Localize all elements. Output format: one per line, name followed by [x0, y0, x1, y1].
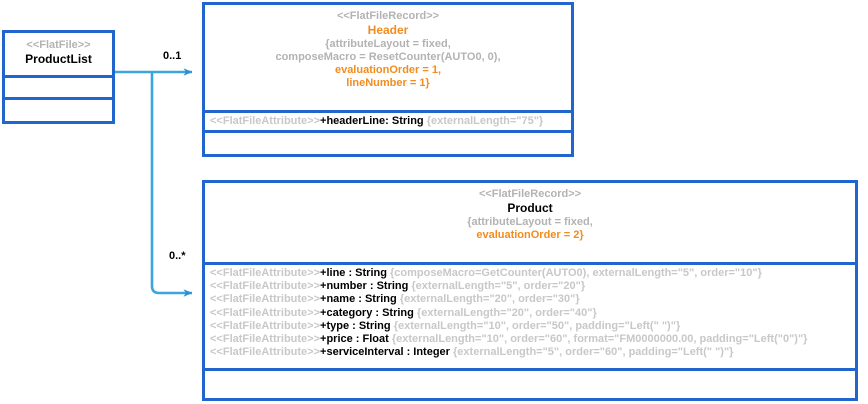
attribute-stereotype: <<FlatFileAttribute>> [210, 319, 321, 332]
attribute-properties: {externalLength="10", order="50", paddin… [393, 319, 681, 332]
productlist-operations-compartment [5, 97, 112, 121]
header-header-compartment: <<FlatFileRecord>> Header {attributeLayo… [205, 5, 571, 110]
attribute-row[interactable]: <<FlatFileAttribute>>+line : String {com… [210, 267, 851, 280]
attribute-stereotype: <<FlatFileAttribute>> [210, 306, 321, 319]
attribute-row[interactable]: <<FlatFileAttribute>>+number : String {e… [210, 280, 851, 293]
productlist-attributes-compartment [5, 75, 112, 97]
product-tag-line-0: {attributeLayout = fixed, [467, 216, 593, 228]
attribute-signature: +name : String [320, 293, 397, 306]
attribute-properties: {externalLength="5", order="20"} [411, 280, 586, 293]
attribute-signature: +headerLine: String [320, 115, 424, 127]
product-name: Product [507, 201, 553, 215]
attribute-row[interactable]: <<FlatFileAttribute>>+headerLine: String… [210, 115, 567, 128]
attribute-row[interactable]: <<FlatFileAttribute>>+price : Float {ext… [210, 333, 851, 346]
attribute-stereotype: <<FlatFileAttribute>> [210, 280, 321, 293]
attribute-row[interactable]: <<FlatFileAttribute>>+serviceInterval : … [210, 346, 851, 359]
header-tag-line-3: lineNumber = 1} [346, 77, 430, 89]
class-box-productlist[interactable]: <<FlatFile>> ProductList [2, 30, 115, 124]
productlist-name: ProductList [25, 52, 92, 66]
attribute-properties: {composeMacro=GetCounter(AUTO0), externa… [390, 267, 762, 279]
attribute-row[interactable]: <<FlatFileAttribute>>+name : String {ext… [210, 293, 851, 306]
attribute-signature: +number : String [320, 280, 409, 293]
attribute-stereotype: <<FlatFileAttribute>> [210, 293, 321, 306]
attribute-stereotype: <<FlatFileAttribute>> [210, 346, 321, 359]
attribute-signature: +line : String [320, 267, 387, 279]
attribute-stereotype: <<FlatFileAttribute>> [210, 333, 321, 346]
product-tag-line-1: evaluationOrder = 2} [476, 229, 584, 241]
product-attributes-compartment: <<FlatFileAttribute>>+line : String {com… [205, 262, 855, 368]
header-operations-compartment [205, 130, 571, 154]
attribute-row[interactable]: <<FlatFileAttribute>>+category : String … [210, 307, 851, 320]
multiplicity-label-header: 0..1 [163, 50, 182, 62]
productlist-stereotype: <<FlatFile>> [26, 39, 91, 51]
attribute-signature: +category : String [320, 306, 414, 319]
header-stereotype: <<FlatFileRecord>> [336, 10, 440, 22]
attribute-row[interactable]: <<FlatFileAttribute>>+type : String {ext… [210, 320, 851, 333]
class-box-product[interactable]: <<FlatFileRecord>> Product {attributeLay… [202, 180, 858, 401]
attribute-stereotype: <<FlatFileAttribute>> [210, 267, 321, 279]
attribute-properties: {externalLength="20", order="40"} [416, 306, 597, 319]
attribute-properties: {externalLength="10", order="60", format… [391, 333, 808, 346]
header-tag-line-2: evaluationOrder = 1, [334, 64, 442, 76]
attribute-signature: +type : String [320, 319, 391, 332]
product-operations-compartment [205, 368, 855, 398]
attribute-properties: {externalLength="75"} [426, 115, 544, 127]
multiplicity-label-product: 0..* [169, 250, 186, 262]
header-attributes-compartment: <<FlatFileAttribute>>+headerLine: String… [205, 110, 571, 130]
attribute-signature: +serviceInterval : Integer [320, 346, 450, 359]
attribute-properties: {externalLength="20", order="30"} [399, 293, 580, 306]
header-tag-line-0: {attributeLayout = fixed, [325, 38, 451, 50]
class-box-header[interactable]: <<FlatFileRecord>> Header {attributeLayo… [202, 2, 574, 157]
attribute-signature: +price : Float [320, 333, 389, 346]
header-tag-line-1: composeMacro = ResetCounter(AUTO0, 0), [275, 51, 501, 63]
header-name: Header [367, 23, 409, 37]
productlist-header-compartment: <<FlatFile>> ProductList [5, 33, 112, 75]
product-header-compartment: <<FlatFileRecord>> Product {attributeLay… [205, 183, 855, 262]
attribute-stereotype: <<FlatFileAttribute>> [210, 115, 321, 127]
attribute-properties: {externalLength="5", order="60", padding… [453, 346, 734, 359]
product-stereotype: <<FlatFileRecord>> [478, 188, 582, 200]
